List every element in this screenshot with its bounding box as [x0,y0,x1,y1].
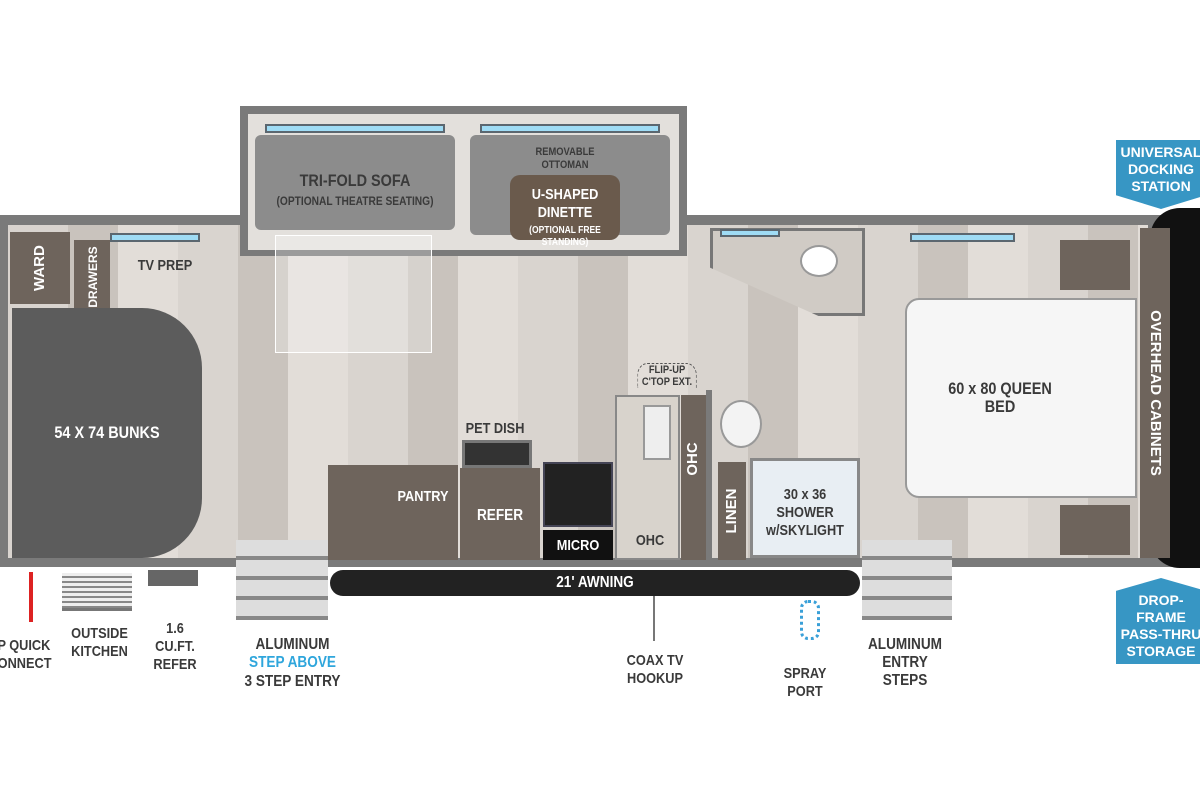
pet-dish-label: PET DISH [465,420,525,437]
range[interactable] [543,462,613,527]
dinette-note: (OPTIONAL FREE STANDING) [529,225,601,248]
step-entry[interactable] [236,540,328,620]
awning [330,570,860,596]
dinette-table[interactable] [510,175,620,240]
entry-steps[interactable] [862,540,952,620]
window [910,233,1015,242]
outside-kitchen[interactable] [62,573,132,611]
nightstand [1060,505,1130,555]
coax-label: COAX TV HOOKUP [626,652,684,687]
ohc-label: OHC [635,532,665,549]
flipup-label: FLIP-UP C'TOP EXT. [637,363,697,388]
shower [750,458,860,558]
wardrobe[interactable] [10,232,70,304]
vanity-sink [800,245,838,277]
queen-bed[interactable] [905,298,1137,498]
toilet [720,400,762,448]
ohc-label-2: OHC [684,442,701,476]
sofa[interactable] [255,135,455,230]
overhead-label: OVERHEAD CABINETS [1147,310,1164,476]
drawers-label: DRAWERS [86,246,100,308]
window [480,124,660,133]
spray-port-label: SPRAY PORT [783,665,827,700]
lp-quick-connect-label: LP QUICK CONNECT [0,637,52,672]
sofa-label: TRI-FOLD SOFA [299,171,411,190]
overhead-cabinets [1140,228,1170,558]
refer-label: REFER [476,507,524,524]
sofa-note: (OPTIONAL THEATRE SEATING) [276,194,434,208]
micro-label: MICRO [556,537,600,554]
window [265,124,445,133]
step-label-3: 3 STEP ENTRY [244,673,341,690]
sofa-footprint [275,235,432,353]
linen-cabinet [718,462,746,560]
ward-label: WARD [31,245,48,291]
dinette-label: U-SHAPED DINETTE [531,186,599,221]
refrigerator[interactable] [460,468,540,560]
coax-line [653,596,655,641]
drawers[interactable] [74,240,110,310]
bunks[interactable] [12,308,202,558]
lp-hose [29,572,33,622]
bath-wall [706,390,712,560]
bed-label: 60 x 80 QUEEN BED [948,379,1052,416]
tv-prep-label: TV PREP [137,257,193,274]
overhead-cabinet [681,395,706,560]
pantry-label: PANTRY [397,488,449,505]
linen-label: LINEN [723,488,740,534]
pantry-cabinet [328,465,458,560]
outside-kitchen-label: OUTSIDE KITCHEN [71,625,128,660]
window [110,233,200,242]
spray-hose [800,600,820,640]
refer-small-label: 1.6 CU.FT. REFER [153,620,197,673]
step-label-1: ALUMINUM [255,636,330,653]
microwave[interactable] [543,530,613,560]
refer-door [148,570,198,586]
entry-steps-label: ALUMINUM ENTRY STEPS [867,636,943,689]
bunks-label: 54 X 74 BUNKS [54,423,160,442]
storage-badge: DROP-FRAME PASS-THRU STORAGE [1116,578,1200,664]
pet-dish [462,440,532,468]
ottoman-label: REMOVABLE OTTOMAN [535,146,595,171]
step-label-2: STEP ABOVE [249,654,336,671]
docking-station-badge: UNIVERSAL DOCKING STATION [1116,140,1200,209]
sink[interactable] [643,405,671,460]
window [720,229,780,237]
awning-label: 21' AWNING [556,574,634,591]
shower-label: 30 x 36 SHOWER w/SKYLIGHT [766,486,844,539]
nightstand [1060,240,1130,290]
